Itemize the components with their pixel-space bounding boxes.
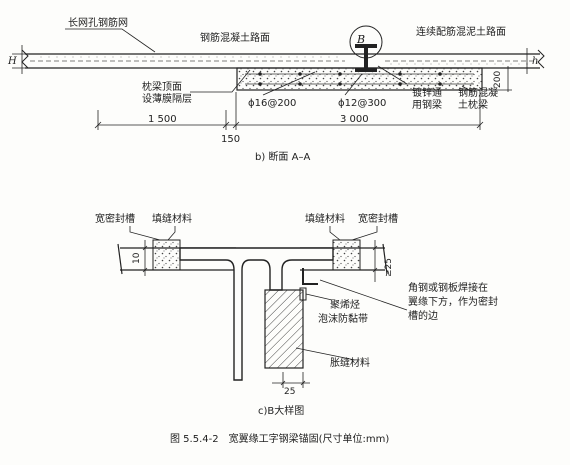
label-wide-seal-right: 宽密封槽 [358, 212, 398, 225]
section-a-drawing: B [7, 16, 545, 163]
detail-sleeper [264, 289, 304, 369]
label-galv-beam-2: 用钢梁 [412, 98, 442, 111]
label-sleeper-top-1: 枕梁顶面 [142, 80, 182, 93]
label-rc-surface: 钢筋混凝土路面 [200, 31, 270, 44]
label-rc-sleeper-1: 钢筋混凝 [458, 86, 498, 99]
dim-10: 10 [132, 252, 142, 264]
dim-1500: 1 500 [148, 114, 177, 125]
dim-ge25: ≥25 [384, 258, 394, 277]
caption-section-a: b) 断面 A–A [255, 150, 310, 163]
label-angle-steel-3: 槽的边 [408, 309, 438, 322]
seal-groove-right [332, 239, 361, 271]
detail-leaders [129, 226, 408, 361]
horizontal-dims [94, 92, 484, 130]
label-wide-seal-left: 宽密封槽 [95, 212, 135, 225]
dim-25: 25 [284, 387, 295, 397]
detail-b-drawing: 宽密封槽 填缝材料 填缝材料 宽密封槽 角钢或钢板焊接在 翼缘下方，作为密封 槽… [95, 212, 498, 417]
label-rc-sleeper-2: 土枕梁 [458, 98, 488, 111]
label-sleeper-top-2: 设薄膜隔层 [142, 92, 192, 105]
detail-i-beam [179, 247, 334, 381]
dim-3000: 3 000 [340, 114, 369, 125]
dim-150: 150 [221, 134, 240, 145]
vertical-dims [12, 45, 540, 92]
label-filler-left: 填缝材料 [152, 212, 192, 225]
label-rebar-12: ϕ12@300 [338, 98, 386, 109]
label-galv-beam-1: 镀锌通 [412, 86, 442, 99]
label-angle-steel-1: 角钢或钢板焊接在 [408, 281, 488, 294]
caption-detail-b: c)B大样图 [258, 404, 304, 417]
angle-steel [302, 268, 318, 285]
dim-h: h [532, 56, 538, 67]
detail-callout-b: B [349, 25, 383, 59]
seal-groove-left [152, 239, 181, 271]
label-rebar-16: ϕ16@200 [248, 98, 296, 109]
label-pe-foam-2: 泡沫防黏带 [318, 312, 368, 325]
dim-200: 200 [493, 71, 503, 88]
detail-ref-label: B [356, 33, 365, 46]
label-expansion: 胀缝材料 [330, 356, 370, 369]
sleeper-beam [236, 67, 483, 91]
i-beam [355, 44, 377, 72]
pavement-slab [21, 49, 545, 69]
label-crc-surface: 连续配筋混泥土路面 [416, 25, 506, 38]
figure-caption: 图 5.5.4-2 宽翼缘工字钢梁锚固(尺寸单位:mm) [170, 432, 389, 445]
detail-dims [138, 240, 385, 388]
dim-H: H [7, 56, 17, 67]
label-pe-foam-1: 聚烯烃 [330, 298, 360, 311]
label-mesh: 长网孔钢筋网 [68, 16, 128, 29]
label-angle-steel-2: 翼缘下方，作为密封 [408, 295, 498, 308]
leader-lines [65, 28, 473, 96]
label-filler-right: 填缝材料 [305, 212, 345, 225]
